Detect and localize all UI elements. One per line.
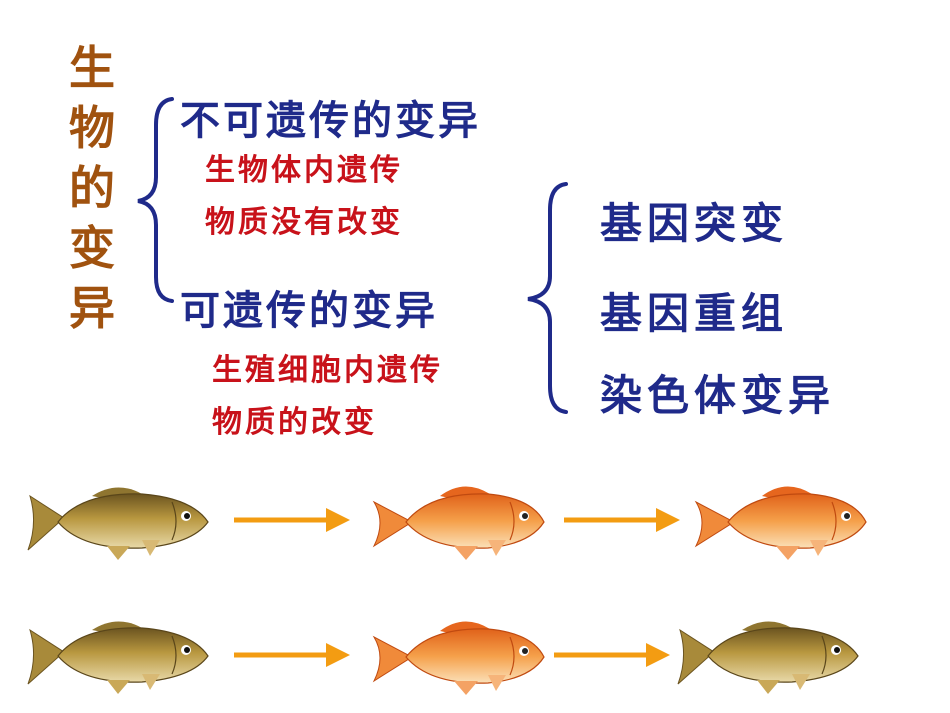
source-gene-recombination: 基因重组 bbox=[600, 289, 789, 338]
description-line: 生殖细胞内遗传 bbox=[212, 353, 443, 388]
title-char: 的 bbox=[69, 161, 115, 215]
title-char: 生 bbox=[69, 41, 115, 95]
goldfish-icon bbox=[695, 485, 867, 561]
arrow-right-icon bbox=[554, 643, 670, 667]
right-brace bbox=[527, 182, 568, 414]
title-char: 异 bbox=[69, 281, 115, 335]
wild-carp-fish-icon bbox=[27, 620, 209, 695]
description-line: 物质的改变 bbox=[212, 405, 377, 440]
heritable-label: 可遗传的变异 bbox=[180, 287, 438, 334]
source-chromosome-variation: 染色体变异 bbox=[600, 371, 836, 420]
left-brace bbox=[137, 97, 174, 303]
goldfish-icon bbox=[373, 620, 545, 696]
goldfish-icon bbox=[373, 485, 545, 561]
non-heritable-description: 生物体内遗传 物质没有改变 bbox=[205, 145, 403, 249]
arrow-right-icon bbox=[564, 508, 680, 532]
wild-carp-fish-icon bbox=[27, 486, 209, 561]
title-char: 物 bbox=[69, 101, 115, 155]
description-line: 物质没有改变 bbox=[205, 205, 403, 240]
description-line: 生物体内遗传 bbox=[205, 153, 403, 188]
non-heritable-label: 不可遗传的变异 bbox=[180, 97, 481, 144]
vertical-title: 生 物 的 变 异 bbox=[62, 38, 122, 338]
arrow-right-icon bbox=[234, 643, 350, 667]
heritable-description: 生殖细胞内遗传 物质的改变 bbox=[212, 345, 443, 449]
title-char: 变 bbox=[69, 221, 115, 275]
arrow-right-icon bbox=[234, 508, 350, 532]
source-gene-mutation: 基因突变 bbox=[600, 199, 789, 248]
wild-carp-fish-icon bbox=[677, 620, 859, 695]
